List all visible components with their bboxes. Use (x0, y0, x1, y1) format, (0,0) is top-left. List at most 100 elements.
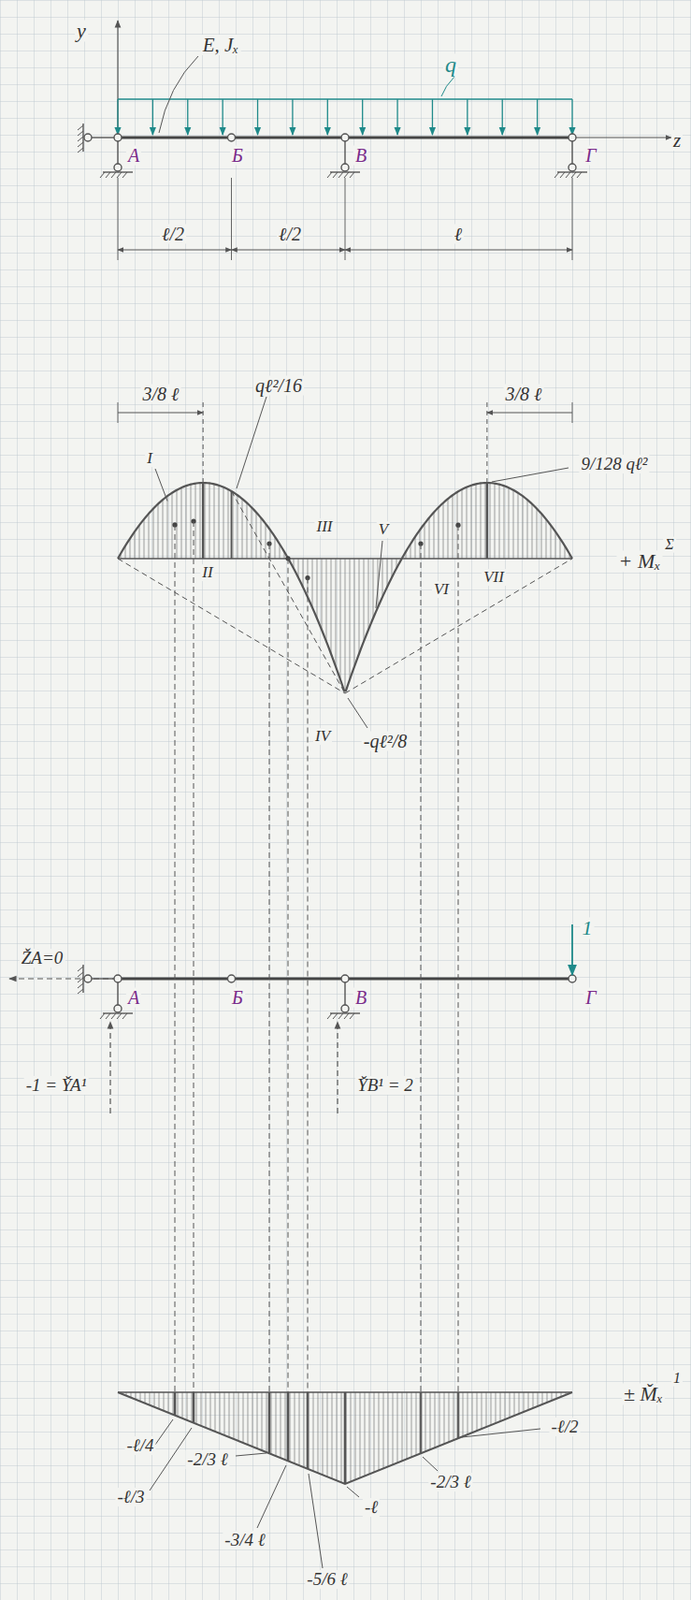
hatch (322, 1391, 324, 1474)
hatch (486, 1391, 488, 1426)
hatch (285, 1391, 287, 1459)
hatch (452, 494, 454, 559)
hatch (476, 1391, 478, 1430)
projection-line (193, 520, 195, 1392)
hatch (148, 513, 150, 559)
hatch (196, 1391, 198, 1424)
axis-label: y (74, 19, 88, 42)
ground-hatch (105, 1012, 111, 1019)
extension-line (230, 177, 232, 260)
hatch (223, 487, 225, 559)
ordinate (287, 1391, 290, 1460)
ground (557, 171, 588, 173)
ground-hatch (571, 172, 576, 178)
hatch (261, 1391, 263, 1450)
hatch (453, 1391, 455, 1440)
projection-line (307, 577, 309, 1392)
load-line (117, 98, 573, 101)
support-link (116, 978, 118, 1008)
reaction-arrow (9, 977, 118, 979)
pin (84, 974, 92, 982)
hatch (355, 1391, 357, 1480)
ground-hatch (111, 172, 116, 178)
hatch (257, 1391, 259, 1448)
pin (228, 974, 236, 982)
wall-hatch (77, 977, 84, 982)
hatch (200, 482, 202, 559)
hatch (388, 1391, 389, 1466)
point-label: В (353, 987, 369, 1008)
reaction-arrow (336, 1021, 338, 1113)
value-label: -ℓ/2 (548, 1416, 580, 1436)
leader-line (347, 697, 368, 728)
hatch (246, 502, 248, 559)
hatch (420, 1391, 422, 1453)
hatch (485, 482, 487, 559)
wall-hatch (77, 971, 84, 977)
hatch (209, 482, 211, 559)
hatch (461, 489, 463, 559)
reaction-arrow (109, 1021, 111, 1113)
ground-hatch (565, 172, 571, 178)
value-label: -ℓ (362, 1497, 380, 1516)
hatch (518, 492, 519, 559)
hatch (271, 1391, 273, 1454)
ground (330, 1011, 360, 1013)
projection-line (458, 524, 460, 1392)
leader-line (257, 1464, 287, 1527)
projection-line (269, 543, 271, 1392)
ordinate (192, 1391, 196, 1423)
support-link (571, 137, 573, 168)
hatch (490, 1391, 492, 1425)
hatch (204, 482, 206, 559)
leader-line (491, 467, 569, 482)
hatch (392, 1391, 394, 1464)
ordinate (230, 490, 233, 559)
chord-line (117, 558, 346, 693)
hatch (251, 506, 253, 559)
hatch (158, 503, 159, 559)
ordinate (419, 1391, 423, 1453)
value-label: ± M̌ₓ (621, 1382, 665, 1404)
hatch (214, 483, 216, 559)
pin (568, 133, 576, 142)
hatch (172, 492, 173, 559)
hatch (438, 506, 440, 559)
hatch (466, 487, 468, 559)
load-arrow (502, 99, 504, 135)
load-arrow (396, 99, 398, 135)
hatch (129, 538, 131, 559)
hatch (237, 494, 239, 559)
hatch (238, 1391, 240, 1440)
ground-hatch (105, 172, 111, 178)
hatch (167, 495, 169, 559)
hatch (518, 1391, 520, 1413)
load-arrow (291, 99, 293, 135)
ground (102, 171, 133, 173)
hatch (448, 1391, 450, 1441)
hatch (447, 498, 449, 559)
axis-label: z (671, 129, 683, 151)
value-label: -ℓ/4 (124, 1435, 156, 1454)
hatch (224, 1391, 226, 1435)
hatch (555, 531, 557, 559)
ground-hatch (332, 1012, 338, 1019)
value-label: -qℓ²/8 (361, 731, 410, 751)
hatch (481, 1391, 483, 1428)
pin (114, 974, 122, 982)
hatch (504, 1391, 506, 1419)
dimension-line (117, 249, 232, 251)
hatch (433, 512, 435, 559)
wall-hatch (77, 125, 84, 130)
hatch (560, 538, 562, 559)
hatch (532, 503, 533, 559)
load-arrow (536, 99, 538, 135)
hatch (172, 1391, 174, 1414)
load-arrow (257, 99, 259, 135)
extension-line (117, 177, 119, 260)
hatch (143, 518, 145, 559)
dimension-line (345, 249, 573, 251)
value-label: 9/128 qℓ² (578, 454, 649, 474)
